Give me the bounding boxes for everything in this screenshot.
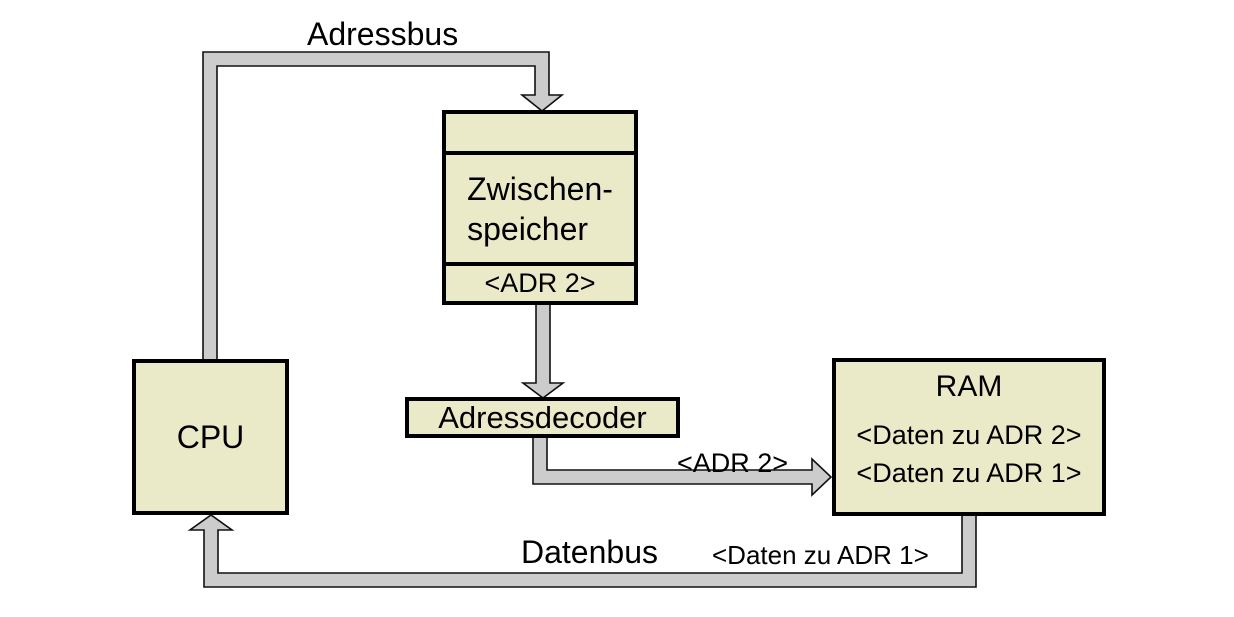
buffer-adr-slot: <ADR 2>	[484, 268, 596, 298]
zwischenspeicher-box: Zwischen- speicher <ADR 2>	[442, 110, 638, 305]
buffer-label-line1: Zwischen-	[467, 170, 613, 207]
adressbus-arrow	[202, 51, 565, 361]
adressdecoder-box: Adressdecoder	[405, 397, 680, 438]
datenbus-label: Datenbus	[521, 534, 658, 570]
buffer-to-decoder-arrow	[520, 302, 566, 399]
ram-rows: <Daten zu ADR 2> <Daten zu ADR 1>	[836, 416, 1102, 492]
cpu-box: CPU	[132, 359, 289, 515]
ram-title: RAM	[935, 370, 1003, 403]
ram-row-adr2: <Daten zu ADR 2>	[856, 420, 1082, 450]
ram-row-adr1: <Daten zu ADR 1>	[856, 458, 1082, 488]
adr2-bus-label: <ADR 2>	[677, 448, 789, 478]
ram-box: RAM <Daten zu ADR 2> <Daten zu ADR 1>	[832, 358, 1106, 516]
cpu-label: CPU	[176, 418, 245, 455]
adr2-bus-arrow	[532, 434, 833, 497]
buffer-label-section: Zwischen- speicher	[446, 155, 634, 266]
buffer-label: Zwischen- speicher	[467, 169, 613, 249]
buffer-label-line2: speicher	[467, 210, 589, 247]
adressbus-label: Adressbus	[307, 16, 459, 52]
buffer-empty-slot	[446, 114, 634, 155]
adressdecoder-label: Adressdecoder	[438, 399, 647, 435]
daten-zu-adr1-bus-label: <Daten zu ADR 1>	[712, 540, 929, 570]
datenbus-arrow	[187, 513, 977, 588]
